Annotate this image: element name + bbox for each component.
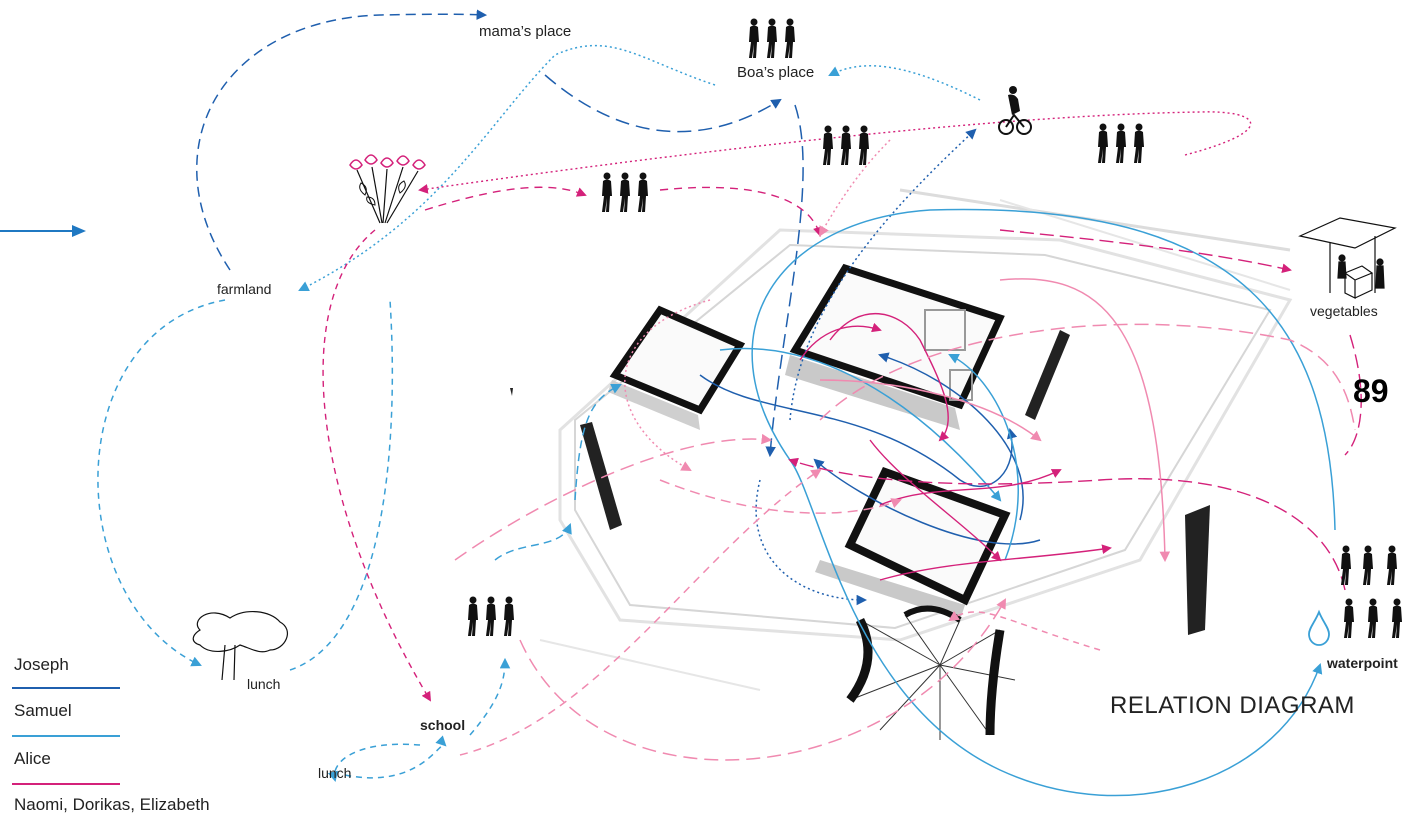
legend-item-joseph: Joseph — [14, 655, 69, 674]
walking-people-icon — [1098, 123, 1144, 163]
alice-paths — [322, 111, 1362, 702]
label-lunch-tree: lunch — [247, 676, 281, 692]
walking-people-icon — [1344, 598, 1402, 638]
speck — [510, 388, 513, 396]
joseph-paths — [196, 9, 1041, 606]
label-boas-place: Boa’s place — [737, 64, 815, 81]
samuel-paths — [97, 44, 1336, 797]
building-north — [785, 263, 1005, 430]
legend-line-samuel — [12, 735, 120, 737]
building-west — [608, 305, 746, 430]
legend-item-alice: Alice — [14, 749, 51, 768]
label-waterpoint: waterpoint — [1327, 655, 1398, 671]
walking-people-icon — [468, 596, 514, 636]
legend-line-joseph — [12, 687, 120, 689]
site-context — [539, 188, 1293, 691]
legend-line-alice — [12, 783, 120, 785]
walking-people-icon — [602, 172, 648, 212]
label-mamas-place: mama’s place — [479, 23, 572, 40]
label-lunch-school: lunch — [318, 765, 352, 781]
walking-people-icon — [749, 18, 795, 58]
flower-icon — [349, 154, 426, 224]
label-farmland: farmland — [217, 281, 272, 297]
walking-people-icon — [1341, 545, 1397, 585]
label-vegetables: vegetables — [1310, 303, 1378, 319]
group-paths — [454, 139, 1356, 761]
page-number: 89 — [1353, 373, 1389, 409]
cyclist-icon — [998, 86, 1032, 135]
diagram-title: RELATION DIAGRAM — [1110, 692, 1355, 719]
water-drop-icon — [1308, 609, 1330, 646]
arrow-right-icon — [0, 225, 86, 237]
tree-icon — [192, 611, 288, 681]
legend-item-group: Naomi, Dorikas, Elizabeth — [14, 795, 210, 814]
label-school: school — [420, 717, 466, 733]
canopy-structure — [846, 605, 1016, 740]
market-stall-icon — [1298, 217, 1397, 299]
wall-segments — [580, 330, 1210, 635]
legend-item-samuel: Samuel — [14, 701, 72, 720]
walking-people-icon — [823, 125, 869, 165]
